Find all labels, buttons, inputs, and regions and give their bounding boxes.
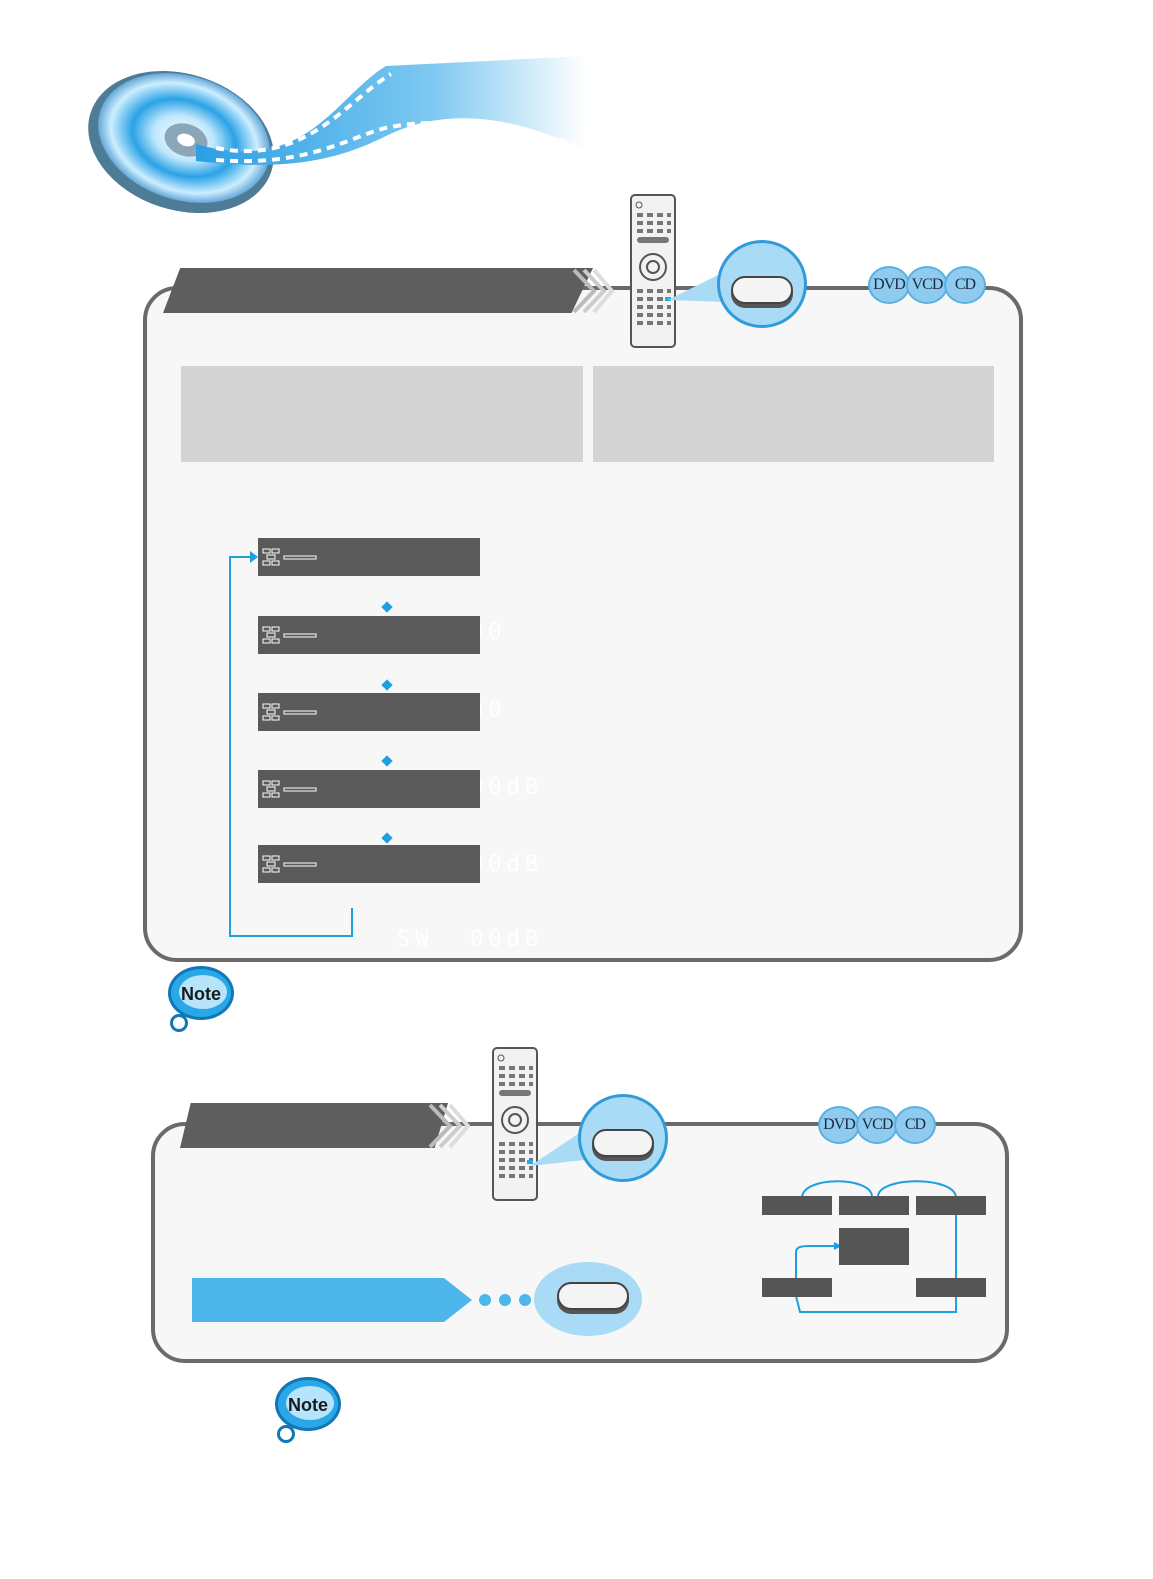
section1-disc-badges: DVD VCD CD: [868, 266, 986, 304]
speaker-level-icon: [262, 548, 317, 566]
note-tail-icon: [277, 1425, 295, 1443]
disc-badge-dvd: DVD: [868, 266, 910, 304]
disc-film-illustration: [88, 56, 586, 214]
speaker-level-icon: [262, 703, 317, 721]
section1-right-info-box: [593, 366, 994, 462]
mode-box-1: [762, 1196, 832, 1215]
note-badge: Note: [275, 1377, 341, 1431]
lcd-display-subwoofer: SW 00dB: [258, 845, 538, 952]
section2-header-banner: [180, 1103, 448, 1148]
speaker-level-icon: [262, 780, 317, 798]
mode-box-2: [839, 1196, 909, 1215]
section2-chevron-icon: [428, 1103, 470, 1149]
mode-box-4: [762, 1278, 832, 1297]
dot-icon: [519, 1294, 531, 1306]
section1-header-banner: [163, 268, 593, 313]
note-badge: Note: [168, 966, 234, 1020]
section1-left-info-box: [181, 366, 583, 462]
loop-arrow-icon: [229, 551, 353, 937]
dot-icon: [499, 1294, 511, 1306]
remote-control-icon: [630, 194, 676, 348]
step-arrow-banner: [192, 1278, 472, 1322]
remote-control-icon: [492, 1047, 538, 1201]
mode-box-5: [916, 1278, 986, 1297]
dot-icon: [479, 1294, 491, 1306]
speaker-level-icon: [262, 626, 317, 644]
section1-chevron-icon: [572, 268, 614, 314]
mode-box-3: [916, 1196, 986, 1215]
disc-badge-vcd: VCD: [856, 1106, 898, 1144]
remote-button-zoomed: [592, 1129, 654, 1157]
disc-badge-cd: CD: [894, 1106, 936, 1144]
mode-box-center: [839, 1228, 909, 1265]
speaker-level-icon: [262, 855, 317, 873]
note-tail-icon: [170, 1014, 188, 1032]
disc-badge-vcd: VCD: [906, 266, 948, 304]
disc-badge-cd: CD: [944, 266, 986, 304]
front-panel-button: [557, 1282, 629, 1310]
callout-pointer: [530, 1130, 584, 1166]
remote-button-zoomed: [731, 276, 793, 304]
lcd-text: SW 00dB: [360, 927, 543, 952]
section2-disc-badges: DVD VCD CD: [818, 1106, 936, 1144]
disc-badge-dvd: DVD: [818, 1106, 860, 1144]
callout-pointer: [668, 272, 724, 302]
mode-cycle-diagram-lines: [795, 1180, 957, 1313]
